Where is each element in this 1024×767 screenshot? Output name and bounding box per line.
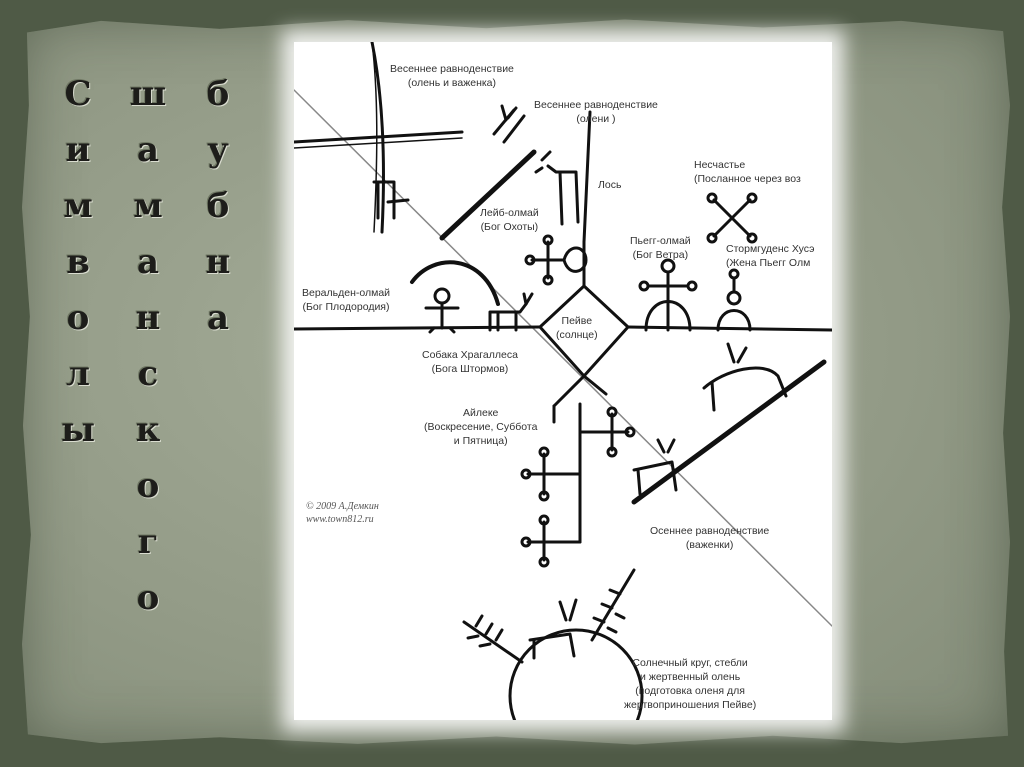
title-column-3: б у б н а <box>194 66 242 346</box>
elk-icon <box>534 150 580 226</box>
stem-right-icon <box>590 568 636 642</box>
label-spring-equinox-1: Весеннее равноденствие (олень и важенка) <box>390 63 514 89</box>
aileke-cross-3 <box>520 514 562 568</box>
fertility-god-figure <box>410 260 500 334</box>
title-letter: м <box>63 186 93 226</box>
label-peive: Пейве (солнце) <box>556 315 598 341</box>
title-letter: в <box>66 242 90 282</box>
aileke-cross-2 <box>520 446 562 502</box>
autumn-reindeer-icon <box>632 438 678 496</box>
frame-arc <box>370 42 386 234</box>
drum-drawing <box>294 42 832 720</box>
title-letter: н <box>135 298 161 338</box>
title-column-2: ш а м а н с к о г о <box>124 66 172 626</box>
title-letter: л <box>66 354 90 394</box>
title-letter: и <box>65 130 91 170</box>
label-veralden-olmai: Веральден-олмай (Бог Плодородия) <box>302 287 391 313</box>
title-letter: ы <box>60 410 96 450</box>
stem-left-icon <box>462 614 524 664</box>
label-misfortune: Несчастье (Посланное через воз <box>694 159 801 185</box>
wind-god-figure <box>638 258 698 332</box>
title-letter: к <box>135 410 161 450</box>
wind-wife-figure <box>716 268 752 332</box>
title-letter: о <box>136 466 160 506</box>
label-dog: Собака Храгаллеса (Бога Штормов) <box>422 349 518 375</box>
sun-circle <box>508 628 644 720</box>
title-letter: н <box>205 242 231 282</box>
title-letter: с <box>137 354 159 394</box>
title-column-1: С и м в о л ы <box>54 66 102 458</box>
title-letter: б <box>206 74 230 114</box>
title-letter: ш <box>129 74 167 114</box>
label-spring-equinox-2: Весеннее равноденствие (олени ) <box>534 99 658 125</box>
label-leib-olmai: Лейб-олмай (Бог Охоты) <box>480 207 539 233</box>
label-aileke: Айлеке (Воскресение, Суббота и Пятница) <box>424 407 538 447</box>
copyright-note: © 2009 А.Демкин www.town812.ru <box>306 501 379 525</box>
title-letter: г <box>137 522 159 562</box>
autumn-slope <box>631 359 827 505</box>
reindeer-icon-3 <box>372 180 410 220</box>
title-letter: у <box>207 130 229 170</box>
title-letter: а <box>136 242 160 282</box>
title-letter: о <box>136 578 160 618</box>
title-letter: а <box>206 298 230 338</box>
reindeer-icon-2 <box>492 104 526 144</box>
label-pyegg-olmai: Пьегг-олмай (Бог Ветра) <box>630 235 691 261</box>
hunting-slope <box>439 149 537 241</box>
drum-diagram: Весеннее равноденствие (олень и важенка)… <box>294 42 832 720</box>
sacrificial-reindeer-icon <box>528 598 578 660</box>
misfortune-star-icon <box>706 192 758 244</box>
label-sun-circle: Солнечный круг, стебли и жертвенный олен… <box>624 657 757 711</box>
reindeer-icon-1 <box>488 292 534 332</box>
title-letter: о <box>66 298 90 338</box>
title-letter: м <box>133 186 163 226</box>
small-cross-icon <box>524 234 566 286</box>
label-elk: Лось <box>598 179 622 191</box>
label-stormgudens: Стормгуденс Хусэ (Жена Пьегг Олм <box>726 243 815 269</box>
autumn-sledge-icon <box>702 342 788 412</box>
aileke-cross-1 <box>594 406 636 458</box>
title-letter: а <box>136 130 160 170</box>
title-letter: б <box>206 186 230 226</box>
label-autumn-equinox: Осеннее равноденствие (важенки) <box>650 525 770 551</box>
title-letter: С <box>64 74 92 114</box>
